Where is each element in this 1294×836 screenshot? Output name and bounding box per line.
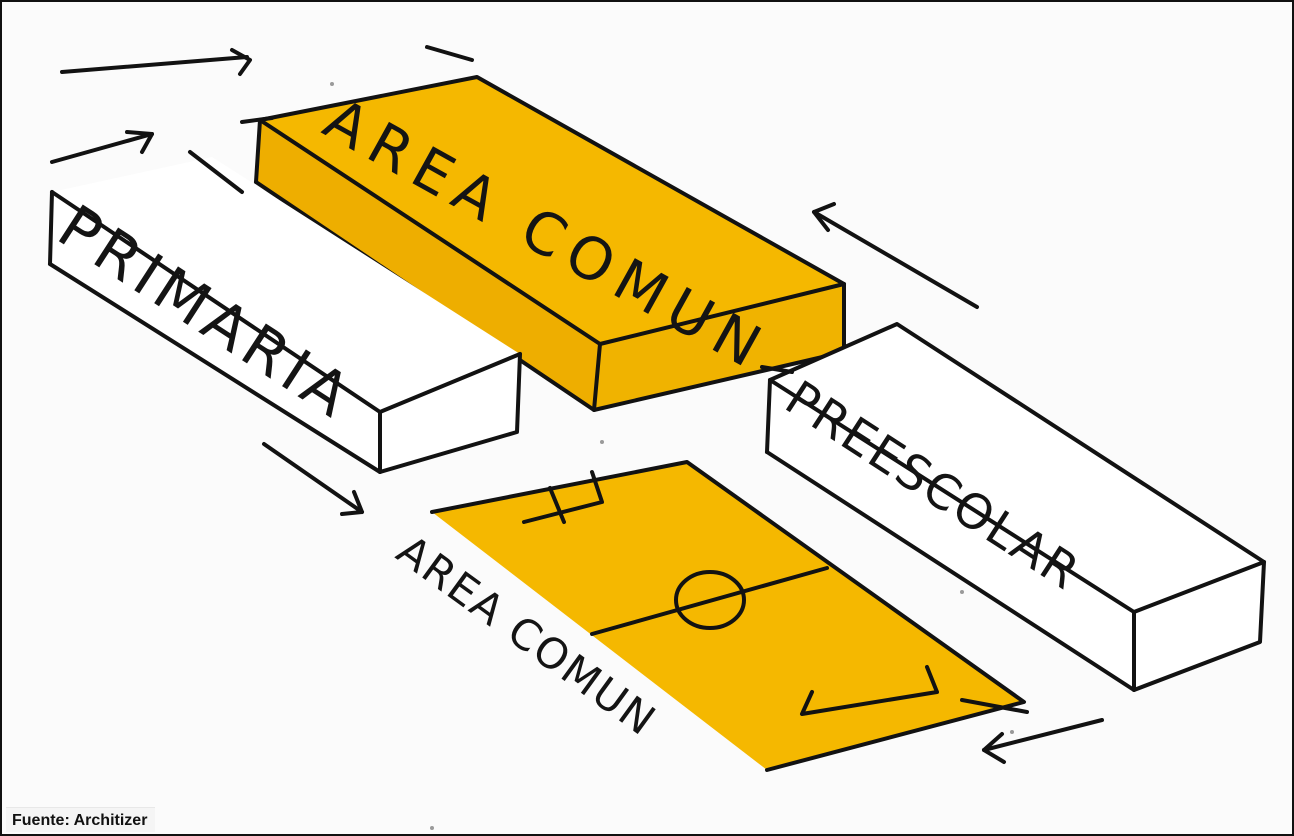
arrow-right-down-icon bbox=[264, 444, 362, 512]
source-caption: Fuente: Architizer bbox=[6, 807, 155, 832]
